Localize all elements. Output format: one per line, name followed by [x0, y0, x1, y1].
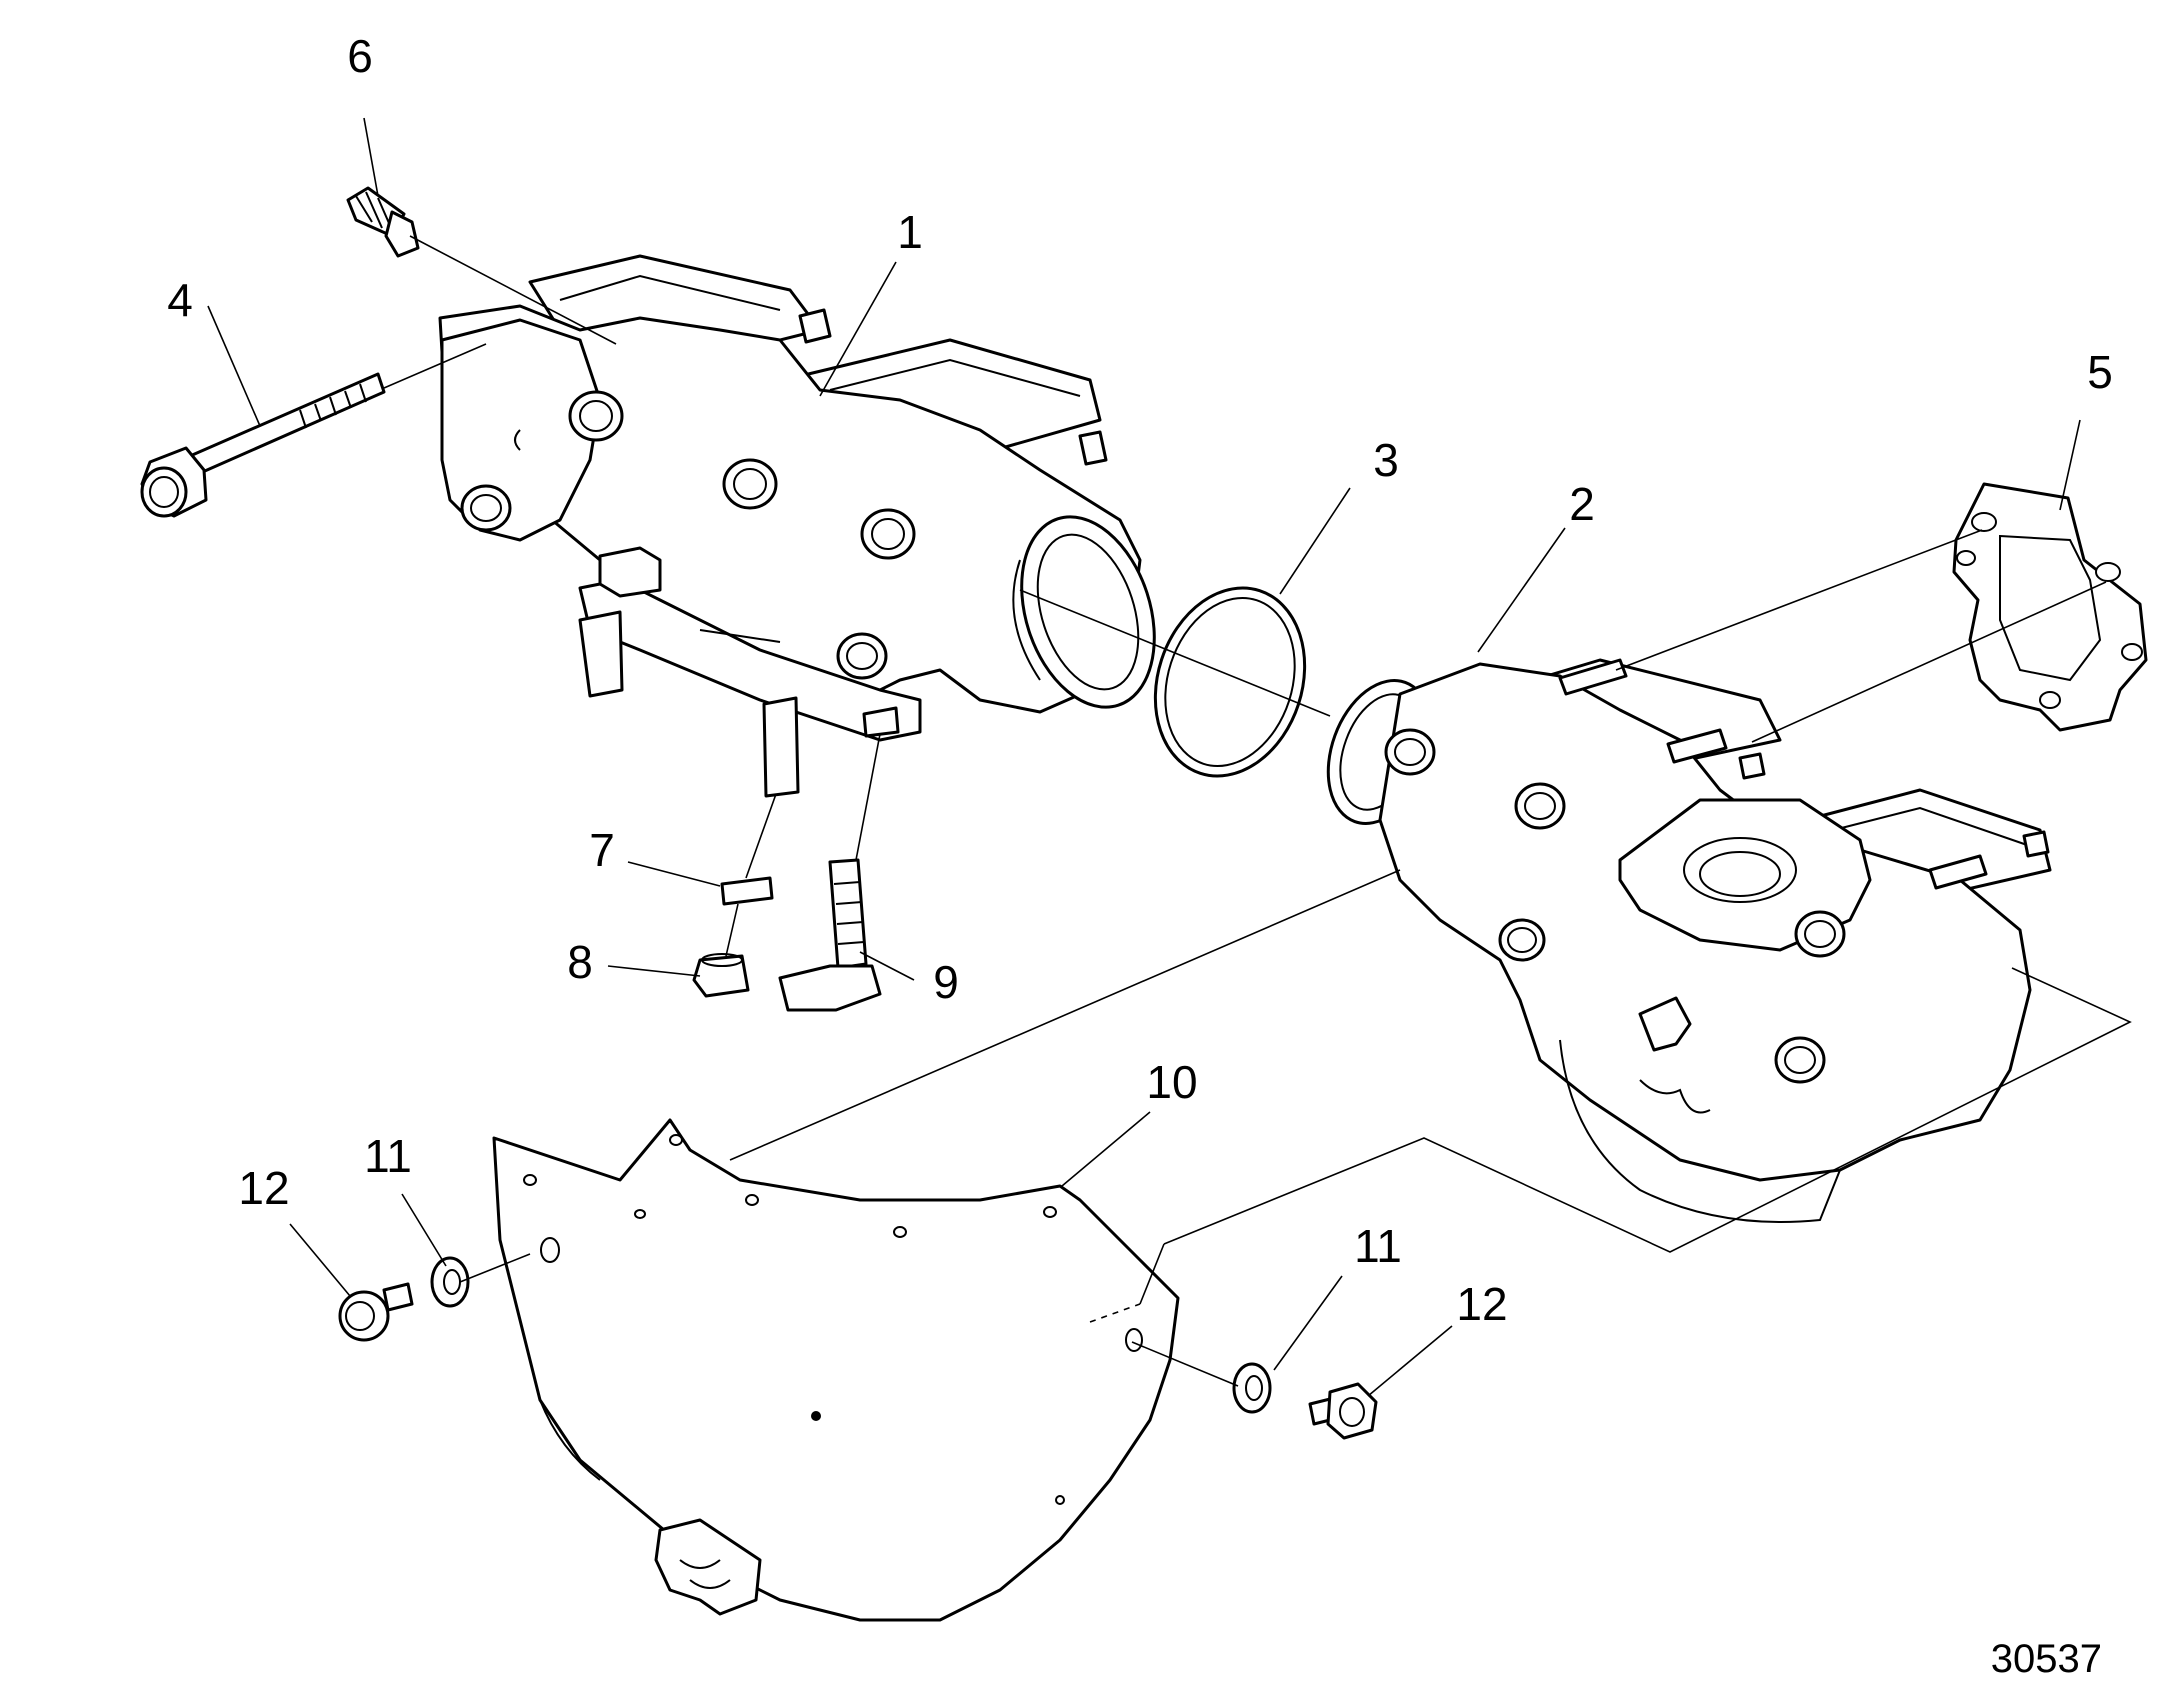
callout-2: 2 [1569, 478, 1595, 530]
part-7-spacer [720, 876, 774, 906]
callout-4: 4 [167, 274, 193, 326]
callout-3: 3 [1373, 434, 1399, 486]
part-4-long-bolt [140, 372, 386, 518]
part-2-manifold [1326, 658, 2052, 1223]
part-3-o-ring [1153, 586, 1307, 778]
callout-leaders [207, 117, 2081, 1397]
callout-10: 10 [1146, 1056, 1197, 1108]
part-10-heat-shield [492, 1118, 1180, 1622]
callout-1: 1 [897, 206, 923, 258]
callout-8: 8 [567, 936, 593, 988]
callout-12-left: 12 [238, 1162, 289, 1214]
part-1-manifold [438, 254, 1156, 798]
part-9-bolt [778, 858, 882, 1012]
callout-9: 9 [933, 956, 959, 1008]
part-12-bolt-left [338, 1282, 414, 1342]
callout-labels: 1 2 3 4 5 6 7 8 9 10 11 12 11 12 [167, 30, 2113, 1330]
part-11-washer-left [430, 1256, 470, 1308]
assembly-guide-lines [383, 235, 2132, 1387]
part-8-nut [692, 953, 750, 998]
part-11-washer-right [1232, 1362, 1272, 1414]
callout-11-left: 11 [364, 1130, 412, 1182]
part-1-nuts [460, 390, 916, 680]
part-2-nuts [1384, 728, 1846, 1084]
part-6-fitting [346, 186, 420, 258]
callout-7: 7 [589, 824, 615, 876]
callout-5: 5 [2087, 346, 2113, 398]
callout-6: 6 [347, 30, 373, 82]
part-12-bolt-right [1308, 1382, 1378, 1440]
figure-number: 30537 [1991, 1637, 2102, 1681]
callout-11-right: 11 [1354, 1220, 1402, 1272]
callout-12-right: 12 [1456, 1278, 1507, 1330]
